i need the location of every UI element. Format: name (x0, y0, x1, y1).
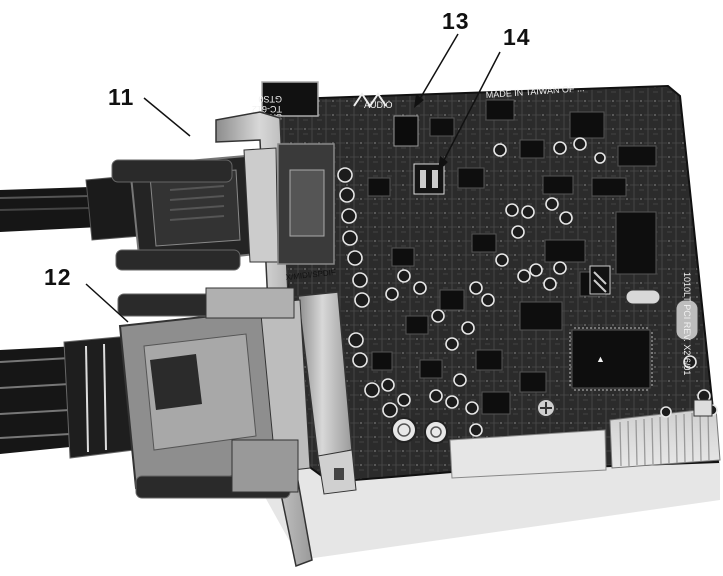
svg-text:GTS0: GTS0 (258, 94, 282, 104)
leader-lines (85, 33, 501, 323)
board-revision-text: 1010LT PCI REV. X2 6/01 (682, 272, 692, 375)
leader-11 (143, 97, 191, 137)
main-dsp-chip (571, 329, 651, 389)
svg-text:TC-612: TC-612 (252, 104, 282, 114)
jumper-header (413, 163, 611, 295)
crystal-oscillator (625, 289, 713, 417)
large-capacitors (391, 417, 448, 444)
callout-13: 13 (442, 8, 470, 34)
callout-14: 14 (503, 24, 531, 50)
callout-12: 12 (44, 264, 72, 290)
callout-11: 11 (108, 84, 135, 110)
leader-12 (85, 283, 129, 323)
connector-11 (0, 143, 335, 271)
connector-12 (0, 287, 311, 499)
dsp-marking: ▲ (596, 354, 605, 364)
board-brand: AUDIO (364, 100, 393, 110)
ic-chips (367, 99, 657, 415)
leader-arrowheads (414, 94, 448, 172)
component-13 (393, 115, 419, 147)
leader-13 (417, 33, 459, 103)
leader-14 (441, 51, 501, 165)
